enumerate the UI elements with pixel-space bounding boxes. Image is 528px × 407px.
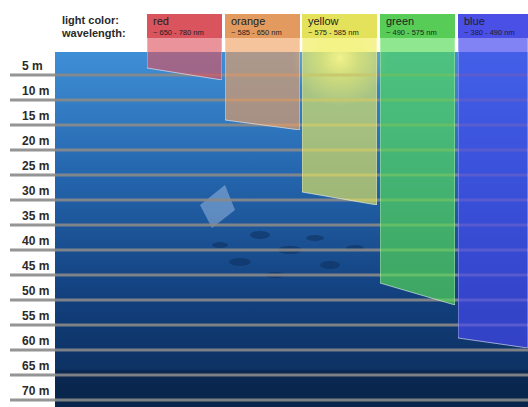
wavelength-range: ~ 490 - 575 nm <box>380 28 455 37</box>
color-name: red <box>147 14 222 28</box>
depth-label: 20 m <box>20 134 51 148</box>
depth-label: 10 m <box>20 84 51 98</box>
color-band: yellow~ 575 - 585 nm <box>302 14 377 205</box>
depth-label: 70 m <box>20 384 51 398</box>
wavelength-range: ~ 575 - 585 nm <box>302 28 377 37</box>
band-shape <box>458 14 528 348</box>
header-label: wavelength: <box>62 27 126 40</box>
wavelength-range: ~ 585 - 650 nm <box>225 28 300 37</box>
color-name: green <box>380 14 455 28</box>
band-shape <box>302 14 377 205</box>
depth-label: 35 m <box>20 209 51 223</box>
color-band: green~ 490 - 575 nm <box>380 14 455 305</box>
depth-label: 30 m <box>20 184 51 198</box>
color-name: orange <box>225 14 300 28</box>
color-band: red~ 650 - 780 nm <box>147 14 222 80</box>
depth-label: 60 m <box>20 334 51 348</box>
color-band: orange~ 585 - 650 nm <box>225 14 300 130</box>
wavelength-range: ~ 650 - 780 nm <box>147 28 222 37</box>
depth-label: 45 m <box>20 259 51 273</box>
color-name: blue <box>458 14 528 28</box>
depth-label: 5 m <box>20 59 45 73</box>
depth-label: 55 m <box>20 309 51 323</box>
depth-label: 50 m <box>20 284 51 298</box>
wavelength-range: ~ 380 - 490 nm <box>458 28 528 37</box>
header-label: light color: <box>62 14 119 27</box>
depth-label: 65 m <box>20 359 51 373</box>
color-band: blue~ 380 - 490 nm <box>458 14 528 348</box>
depth-label: 25 m <box>20 159 51 173</box>
band-shape <box>380 14 455 305</box>
color-name: yellow <box>302 14 377 28</box>
depth-label: 15 m <box>20 109 51 123</box>
depth-label: 40 m <box>20 234 51 248</box>
